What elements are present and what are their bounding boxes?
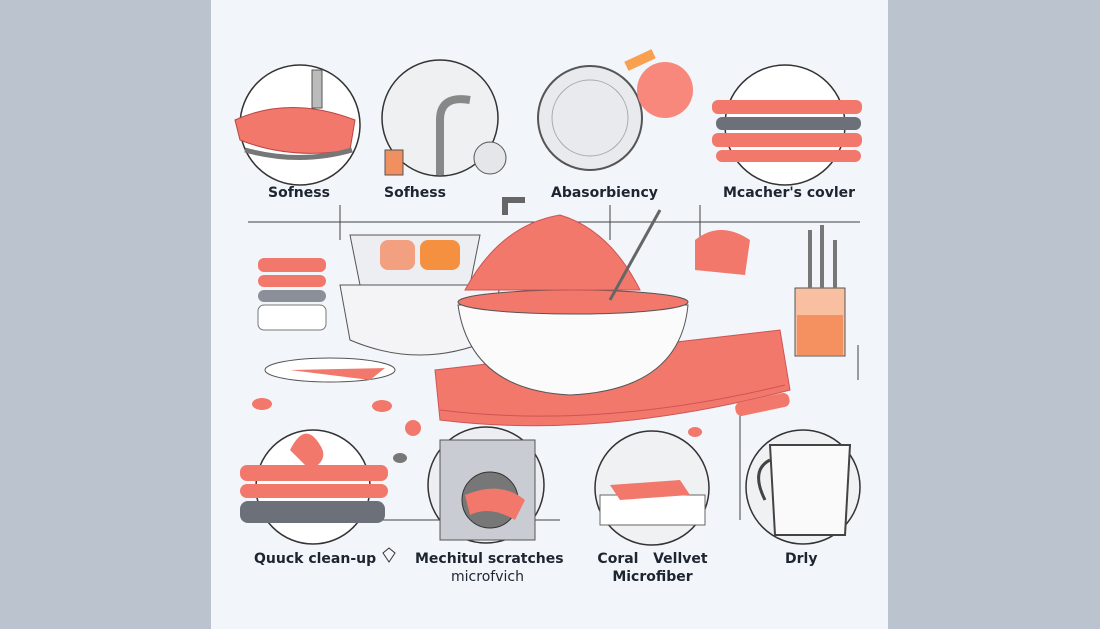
softness-circle-1 xyxy=(234,64,361,186)
sink-basin xyxy=(339,197,525,356)
bowl xyxy=(457,209,689,396)
plate-circle xyxy=(537,49,693,171)
label-sofness: Sofness xyxy=(268,185,330,201)
label-abasorbiency: Abasorbiency xyxy=(551,185,658,201)
mug-circle xyxy=(745,429,861,545)
towel-stack-left xyxy=(257,258,327,331)
spoon-dish xyxy=(264,357,396,383)
label-mcachers-covler: Mcacher's covler xyxy=(723,185,856,201)
label-coral-velvet: Coral Vellvet Microfiber xyxy=(595,550,710,586)
utensil-cup xyxy=(695,225,846,416)
droplets xyxy=(252,398,702,463)
label-mechitul-line1: Mechitul scratches xyxy=(415,551,564,567)
label-coral-line2: Microfiber xyxy=(612,569,693,585)
label-mechitul: Mechitul scratches microfvich xyxy=(415,550,564,586)
label-coral-line1: Coral Vellvet xyxy=(597,551,708,567)
label-drly: Drly xyxy=(785,551,818,567)
stacked-towels-circle xyxy=(712,64,862,186)
quick-cleanup-circle xyxy=(240,429,388,545)
faucet-circle xyxy=(381,59,507,177)
label-quick-cleanup: Quuck clean-up xyxy=(254,551,377,567)
counter-circle xyxy=(594,430,710,546)
label-sofhess: Sofhess xyxy=(384,185,446,201)
diamond-icon xyxy=(382,547,396,563)
label-mechitul-line2: microfvich xyxy=(451,569,524,585)
washing-machine-circle xyxy=(427,426,545,544)
